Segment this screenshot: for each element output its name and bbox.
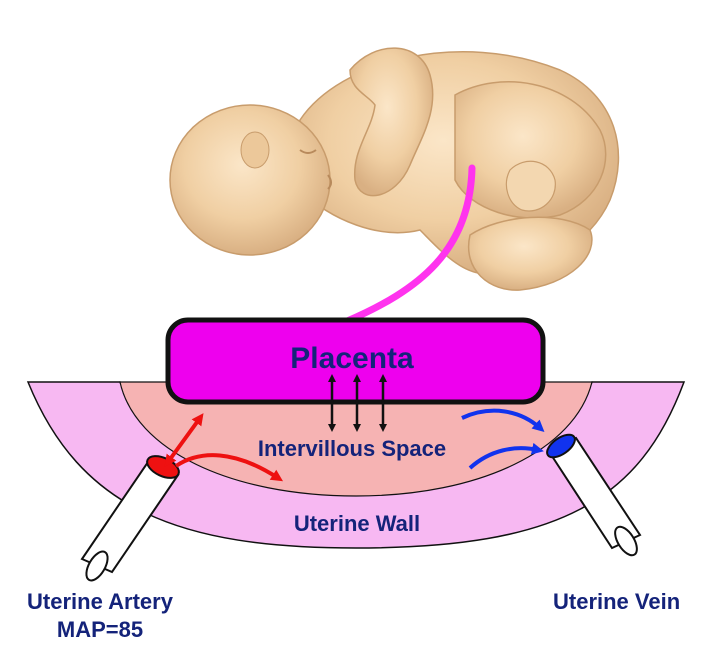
- uterine-artery-label: Uterine Artery: [27, 589, 173, 614]
- umbilical-cord: [341, 164, 476, 326]
- arterial-flow-arrows: [164, 413, 284, 482]
- map-label: MAP=85: [56, 617, 144, 642]
- venous-flow-arrows: [461, 408, 545, 470]
- intervillous-space-label: Intervillous Space: [258, 436, 446, 461]
- intervillous-space: [119, 381, 593, 497]
- placenta-label: Placenta: [290, 342, 414, 375]
- uterine-vein-label: Uterine Vein: [553, 589, 681, 614]
- uterine-wall-label: Uterine Wall: [294, 511, 420, 536]
- fetus-image: [169, 47, 620, 291]
- exchange-arrows: [328, 374, 387, 432]
- uterine-artery-label-block: Uterine Artery MAP=85: [0, 588, 200, 644]
- uterine-vein-vessel: [546, 433, 642, 557]
- uterine-artery-vessel: [80, 455, 180, 582]
